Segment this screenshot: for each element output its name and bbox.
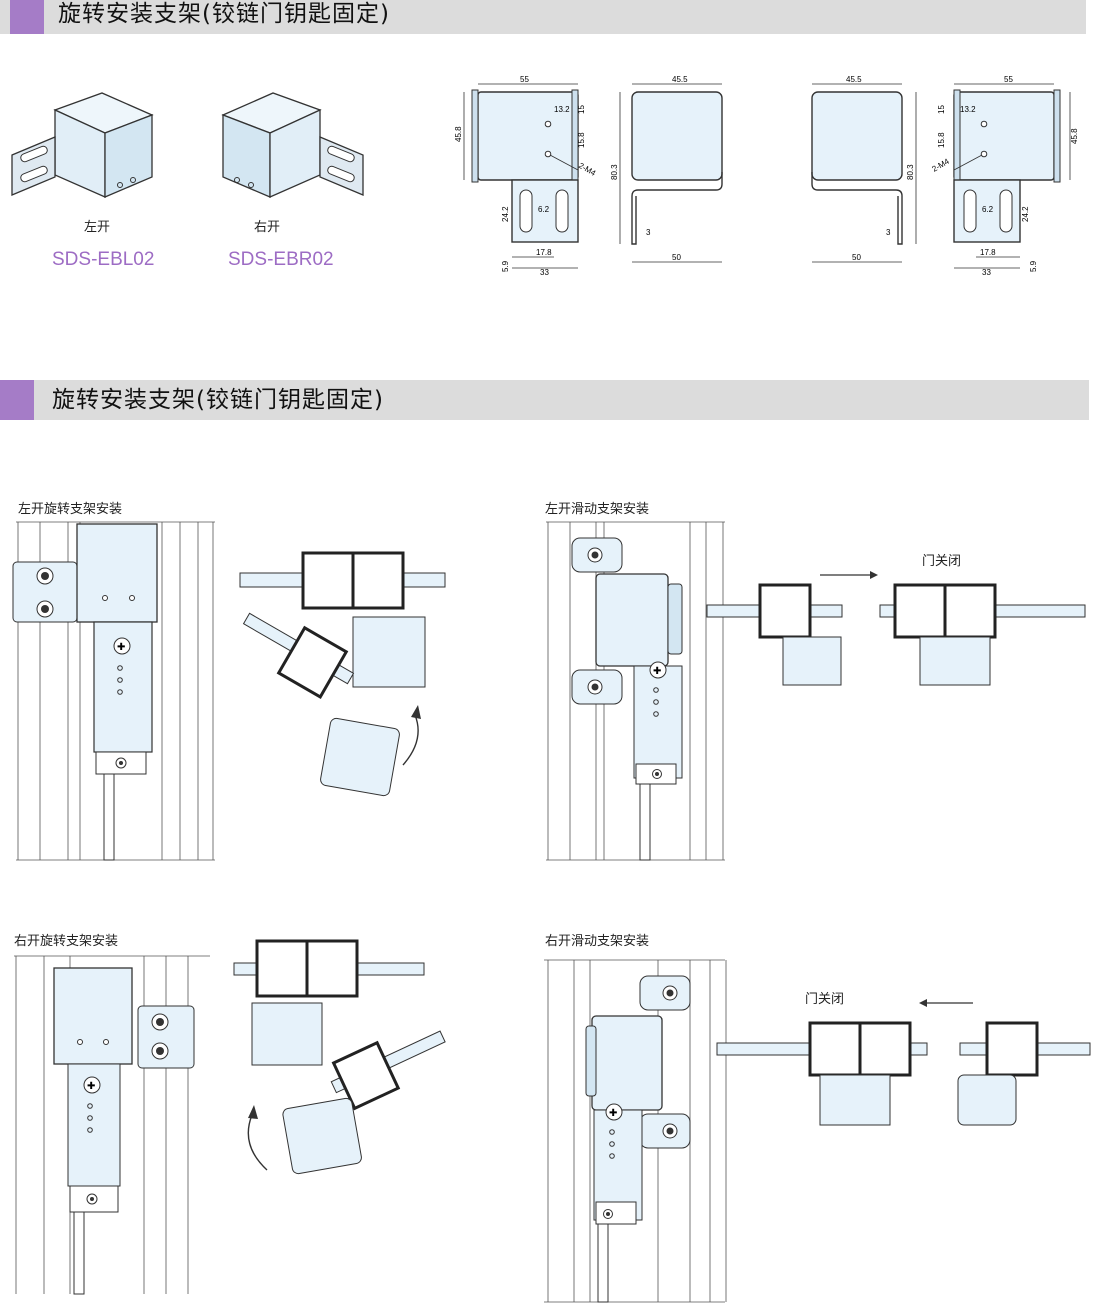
product-left-open-image (11, 92, 154, 198)
install-view-right-rotate: ✚ (14, 955, 210, 1295)
install-view-right-slide: ✚ (544, 959, 727, 1303)
dimension-drawing-front-right: 55 45.8 13.2 15 15.8 2-M4 24.2 6.2 17.8 … (931, 75, 1080, 277)
dim-top-width-r: 55 (1004, 75, 1013, 84)
dim-base-33-r: 33 (982, 268, 991, 277)
section-title-2: 旋转安装支架(铰链门钥匙固定) (52, 387, 384, 413)
panel-label-right-slide: 右开滑动支架安装 (545, 934, 650, 949)
profile-sketch-left-rotate (239, 551, 446, 797)
dim-slot-h: 24.2 (501, 206, 510, 222)
panel-label-right-rotate: 右开旋转支架安装 (14, 934, 119, 949)
panel-label-left-slide: 左开滑动支架安装 (545, 502, 650, 517)
dim-thick: 3 (646, 228, 651, 237)
product-caption-left: 左开 (84, 220, 111, 235)
dimension-drawing-front-left: 55 45.8 13.2 15 15.8 2-M4 24.2 6.2 17.8 … (454, 75, 598, 277)
dim-hole-y2-r: 15.8 (937, 132, 946, 148)
dim-side-width-r: 45.5 (846, 75, 862, 84)
dim-hole-x-r: 13.2 (960, 105, 976, 114)
svg-text:✚: ✚ (87, 1081, 95, 1092)
section-title-1: 旋转安装支架(铰链门钥匙固定) (58, 1, 390, 27)
section-banner-1: 旋转安装支架(铰链门钥匙固定) (0, 0, 1086, 34)
dim-base-17-r: 17.8 (980, 248, 996, 257)
banner-accent (10, 0, 44, 34)
profile-sketch-right-slide (716, 999, 1091, 1126)
dim-side-width: 45.5 (672, 75, 688, 84)
install-view-left-rotate: ✚ (12, 521, 215, 861)
door-closed-note-2: 门关闭 (805, 992, 845, 1007)
dim-slot-h-r: 24.2 (1021, 206, 1030, 222)
dim-side-80-r: 80.3 (906, 164, 915, 180)
product-right-open-image (221, 92, 364, 198)
dimension-drawing-side-right: 45.5 80.3 3 50 (811, 75, 917, 263)
profile-sketch-left-slide (706, 571, 1086, 686)
dim-hole-x: 13.2 (554, 105, 570, 114)
product-code-right: SDS-EBR02 (228, 249, 334, 270)
dim-hole-y1: 15 (577, 105, 586, 114)
dim-base-off-r: 5.9 (1029, 260, 1038, 272)
dim-depth: 50 (672, 253, 681, 262)
profile-sketch-right-rotate (233, 939, 446, 1175)
svg-text:✚: ✚ (653, 666, 661, 677)
dim-hole-y1-r: 15 (937, 105, 946, 114)
install-view-left-slide: ✚ (546, 521, 725, 861)
dim-base-off: 5.9 (501, 260, 510, 272)
section-banner-2: 旋转安装支架(铰链门钥匙固定) (0, 380, 1089, 420)
dimension-drawing-side-left: 45.5 80.3 3 50 (610, 75, 723, 263)
svg-text:✚: ✚ (117, 642, 125, 653)
dim-side-height-r: 45.8 (1070, 128, 1079, 144)
dim-top-width: 55 (520, 75, 529, 84)
dim-base-33: 33 (540, 268, 549, 277)
product-caption-right: 右开 (254, 220, 281, 235)
dim-base-17: 17.8 (536, 248, 552, 257)
door-closed-note-1: 门关闭 (922, 554, 962, 569)
dim-hole-y2: 15.8 (577, 132, 586, 148)
dim-thread-r: 2-M4 (931, 157, 952, 174)
banner-accent-2 (0, 380, 34, 420)
panel-label-left-rotate: 左开旋转支架安装 (18, 502, 123, 517)
dim-thread: 2-M4 (577, 161, 598, 178)
svg-text:✚: ✚ (609, 1108, 617, 1119)
dim-depth-r: 50 (852, 253, 861, 262)
dim-slot-w-r: 6.2 (982, 205, 994, 214)
dim-thick-r: 3 (886, 228, 891, 237)
dim-slot-w: 6.2 (538, 205, 550, 214)
dim-side-80: 80.3 (610, 164, 619, 180)
dim-side-height: 45.8 (454, 126, 463, 142)
product-code-left: SDS-EBL02 (52, 249, 155, 270)
